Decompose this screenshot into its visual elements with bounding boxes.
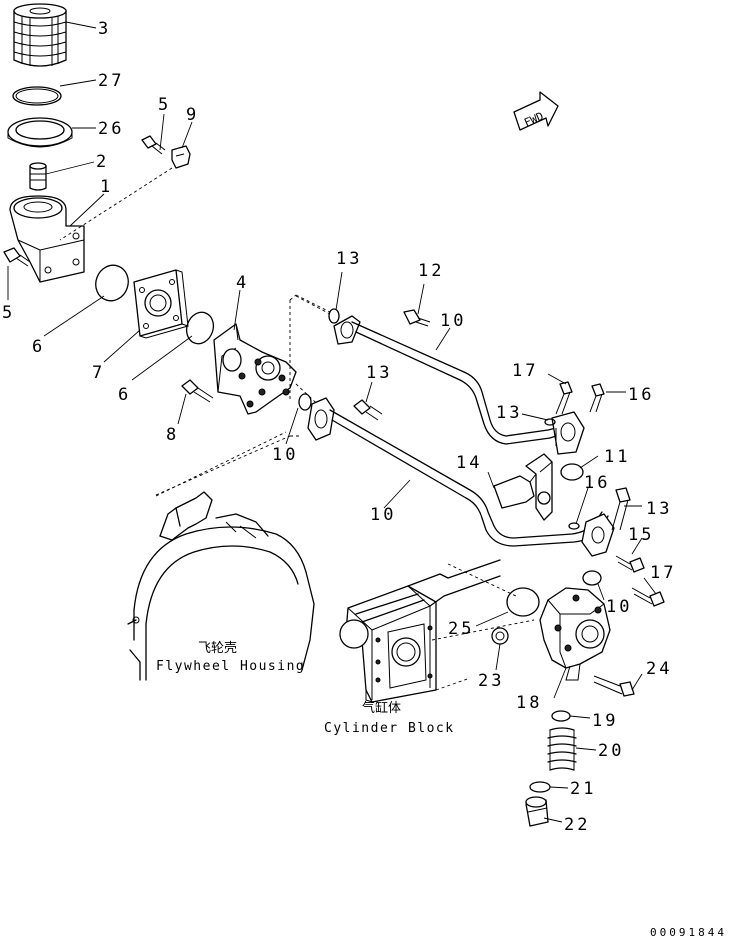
- callout: 13: [646, 499, 672, 519]
- seal: [551, 710, 571, 722]
- flywheel-label-cn: 飞轮壳: [198, 641, 237, 656]
- callout: 24: [646, 659, 672, 679]
- callout: 17: [650, 563, 676, 583]
- valve-body: [213, 323, 297, 415]
- cylinder-label-en: Cylinder Block: [324, 721, 455, 736]
- callout: 1: [100, 177, 113, 197]
- callout: 13: [496, 403, 522, 423]
- callout: 15: [628, 525, 654, 545]
- callout: 16: [628, 385, 654, 405]
- callout: 10: [606, 597, 632, 617]
- leader-lines: [7, 21, 657, 823]
- adapter-plate: [133, 269, 189, 339]
- callout: 3: [98, 19, 111, 39]
- callout: 13: [366, 363, 392, 383]
- callout: 8: [166, 425, 179, 445]
- callout-numbers: 3 27 26 5 9 2 1 5 6 7 6 4 8 10 13 12 10 …: [2, 19, 676, 835]
- drawing-code: 00091844: [650, 926, 727, 939]
- bolt: [555, 381, 573, 415]
- callout: 23: [478, 671, 504, 691]
- callout: 9: [186, 105, 199, 125]
- callout: 18: [516, 693, 542, 713]
- bolt: [353, 399, 383, 421]
- bolt: [3, 247, 31, 267]
- callout: 10: [370, 505, 396, 525]
- gasket-ring: [12, 86, 62, 106]
- pipe-bracket: [493, 453, 553, 521]
- callout: 16: [584, 473, 610, 493]
- o-ring: [506, 587, 540, 617]
- bolt: [615, 555, 645, 573]
- callout: 14: [456, 453, 482, 473]
- bolt: [611, 487, 631, 531]
- filter-head: [9, 195, 85, 283]
- callout: 5: [158, 95, 171, 115]
- adapter-ring: [7, 117, 73, 148]
- bolt: [593, 675, 635, 697]
- bolt: [403, 309, 431, 327]
- callout: 25: [448, 619, 474, 639]
- filter-cartridge: [13, 3, 67, 67]
- o-ring: [185, 311, 215, 345]
- callout: 12: [418, 261, 444, 281]
- callout: 27: [98, 71, 124, 91]
- callout: 11: [604, 447, 630, 467]
- callout: 5: [2, 303, 15, 323]
- callout: 21: [570, 779, 596, 799]
- callout: 10: [440, 311, 466, 331]
- forward-arrow-icon: FWD: [513, 91, 559, 131]
- callout: 6: [118, 385, 131, 405]
- bolt: [181, 379, 214, 403]
- callout: 13: [336, 249, 362, 269]
- callout: 10: [272, 445, 298, 465]
- relief-valve-body: [539, 587, 611, 681]
- oil-pipe-upper: [333, 315, 585, 455]
- flywheel-housing: [127, 491, 315, 681]
- cylinder-label-cn: 气缸体: [362, 700, 401, 716]
- callout: 4: [236, 273, 249, 293]
- o-ring: [582, 570, 602, 586]
- oil-pipe-lower: [307, 397, 615, 557]
- washer: [568, 522, 580, 530]
- bolt: [589, 383, 605, 413]
- nipple: [29, 162, 47, 191]
- flywheel-label-en: Flywheel Housing: [156, 659, 305, 674]
- o-ring: [298, 393, 312, 411]
- bolt: [631, 587, 665, 607]
- spring: [547, 727, 577, 771]
- callout: 19: [592, 711, 618, 731]
- callout: 26: [98, 119, 124, 139]
- callout: 22: [564, 815, 590, 835]
- plug: [491, 627, 509, 645]
- cylinder-block: [339, 559, 501, 703]
- small-bracket: [171, 145, 191, 169]
- o-ring: [529, 781, 551, 793]
- plug: [525, 796, 549, 827]
- o-ring: [328, 308, 340, 324]
- washer: [544, 418, 556, 426]
- callout: 6: [32, 337, 45, 357]
- callout: 7: [92, 363, 105, 383]
- o-ring: [560, 463, 584, 481]
- callout: 2: [96, 152, 109, 172]
- o-ring: [95, 264, 129, 302]
- callout: 20: [598, 741, 624, 761]
- callout: 17: [512, 361, 538, 381]
